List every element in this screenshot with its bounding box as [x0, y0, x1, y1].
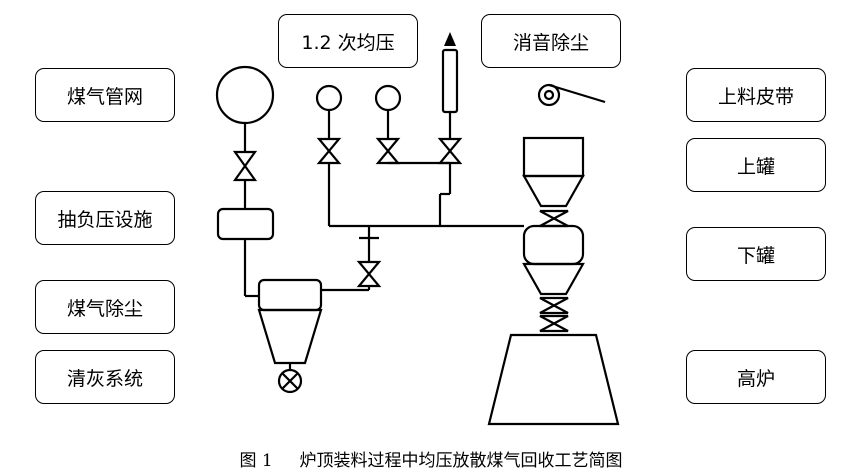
valve-gas-network — [232, 150, 258, 182]
valve-recovery — [356, 260, 382, 288]
upper-tank — [522, 136, 585, 178]
label-lower-tank: 下罐 — [686, 227, 826, 281]
valve-upper — [539, 209, 569, 228]
label-belt: 上料皮带 — [686, 68, 826, 122]
silencer-column — [441, 48, 459, 114]
caption-number: 图 1 — [239, 451, 273, 471]
dust-catcher-cone — [257, 308, 323, 365]
gas-holder-sphere — [215, 65, 275, 125]
label-silencer: 消音除尘 — [481, 14, 621, 68]
valve-equalize-1 — [316, 137, 342, 165]
caption-title: 炉顶装料过程中均压放散煤气回收工艺简图 — [299, 451, 623, 471]
label-gas-dedust: 煤气除尘 — [35, 280, 175, 334]
label-gas-network: 煤气管网 — [35, 68, 175, 122]
valve-equalize-2 — [375, 137, 401, 165]
valve-release — [437, 137, 463, 165]
blast-furnace — [487, 333, 620, 426]
label-blast-furnace: 高炉 — [686, 350, 826, 404]
valve-lower — [539, 296, 569, 315]
label-equalize: 1.2 次均压 — [278, 14, 418, 68]
figure-caption: 图 1 炉顶装料过程中均压放散煤气回收工艺简图 — [0, 446, 862, 471]
label-ash-system: 清灰系统 — [35, 350, 175, 404]
equalize-vessel-1 — [315, 84, 343, 112]
dust-catcher-top — [257, 278, 323, 312]
vent-arrow-icon — [444, 32, 456, 46]
negative-pressure-vessel — [216, 207, 275, 241]
label-upper-tank: 上罐 — [686, 138, 826, 192]
label-negative-pressure: 抽负压设施 — [35, 191, 175, 245]
lower-tank — [522, 224, 585, 266]
equalize-vessel-2 — [374, 84, 402, 112]
ash-discharge-valve — [277, 368, 303, 394]
